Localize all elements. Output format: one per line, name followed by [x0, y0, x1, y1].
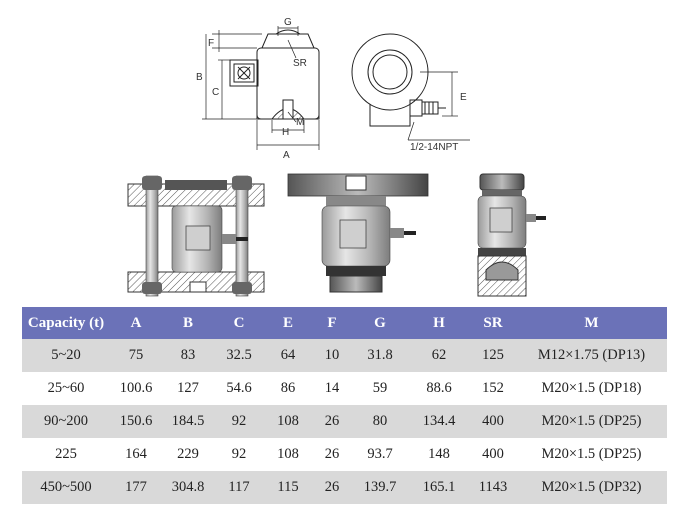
- header-f: F: [312, 307, 352, 339]
- cell-capacity: 25~60: [22, 372, 110, 405]
- table-row: 25~60 100.6 127 54.6 86 14 59 88.6 152 M…: [22, 372, 667, 405]
- cell-h: 165.1: [408, 471, 470, 504]
- cell-m: M20×1.5 (DP25): [516, 438, 667, 471]
- cell-m: M20×1.5 (DP25): [516, 405, 667, 438]
- cell-g: 93.7: [352, 438, 408, 471]
- side-view-drawing: [351, 33, 470, 141]
- product-photo-top-plate: [287, 173, 429, 293]
- cell-a: 177: [110, 471, 162, 504]
- cell-c: 54.6: [214, 372, 264, 405]
- header-h: H: [408, 307, 470, 339]
- product-photo-base-mount: [477, 173, 546, 297]
- label-c: C: [212, 87, 219, 98]
- cell-c: 92: [214, 438, 264, 471]
- label-g: G: [284, 17, 292, 28]
- header-a: A: [110, 307, 162, 339]
- cell-m: M12×1.75 (DP13): [516, 339, 667, 372]
- cell-g: 59: [352, 372, 408, 405]
- header-m: M: [516, 307, 667, 339]
- cell-g: 80: [352, 405, 408, 438]
- cell-b: 229: [162, 438, 214, 471]
- table-header-row: Capacity (t) A B C E F G H SR M: [22, 307, 667, 339]
- cell-b: 184.5: [162, 405, 214, 438]
- cell-h: 88.6: [408, 372, 470, 405]
- cell-c: 117: [214, 471, 264, 504]
- cell-capacity: 450~500: [22, 471, 110, 504]
- cell-e: 64: [264, 339, 312, 372]
- label-thread: 1/2-14NPT: [410, 142, 458, 153]
- header-e: E: [264, 307, 312, 339]
- cell-e: 108: [264, 405, 312, 438]
- header-c: C: [214, 307, 264, 339]
- label-a: A: [283, 150, 290, 161]
- label-h: H: [282, 127, 289, 138]
- cell-b: 304.8: [162, 471, 214, 504]
- header-b: B: [162, 307, 214, 339]
- cell-f: 14: [312, 372, 352, 405]
- cell-a: 164: [110, 438, 162, 471]
- cell-e: 115: [264, 471, 312, 504]
- cell-h: 62: [408, 339, 470, 372]
- cell-capacity: 225: [22, 438, 110, 471]
- cell-sr: 400: [470, 405, 516, 438]
- cell-g: 139.7: [352, 471, 408, 504]
- cell-e: 86: [264, 372, 312, 405]
- header-sr: SR: [470, 307, 516, 339]
- cell-a: 100.6: [110, 372, 162, 405]
- cell-e: 108: [264, 438, 312, 471]
- label-e: E: [460, 92, 467, 103]
- technical-drawings: G F SR B C M H A E 1/2-14NPT: [127, 17, 546, 297]
- table-row: 90~200 150.6 184.5 92 108 26 80 134.4 40…: [22, 405, 667, 438]
- table-row: 5~20 75 83 32.5 64 10 31.8 62 125 M12×1.…: [22, 339, 667, 372]
- cell-sr: 125: [470, 339, 516, 372]
- table-row: 450~500 177 304.8 117 115 26 139.7 165.1…: [22, 471, 667, 504]
- cell-g: 31.8: [352, 339, 408, 372]
- cell-b: 83: [162, 339, 214, 372]
- cell-h: 148: [408, 438, 470, 471]
- cell-m: M20×1.5 (DP32): [516, 471, 667, 504]
- front-view-drawing: [202, 26, 320, 150]
- label-sr: SR: [293, 58, 307, 69]
- table-row: 225 164 229 92 108 26 93.7 148 400 M20×1…: [22, 438, 667, 471]
- cell-f: 26: [312, 405, 352, 438]
- cell-capacity: 90~200: [22, 405, 110, 438]
- header-capacity: Capacity (t): [22, 307, 110, 339]
- cell-capacity: 5~20: [22, 339, 110, 372]
- label-f: F: [208, 38, 214, 49]
- cell-c: 92: [214, 405, 264, 438]
- header-g: G: [352, 307, 408, 339]
- cell-f: 26: [312, 438, 352, 471]
- cell-f: 26: [312, 471, 352, 504]
- product-photo-frame-assembly: [127, 175, 265, 297]
- label-b: B: [196, 72, 203, 83]
- cell-m: M20×1.5 (DP18): [516, 372, 667, 405]
- specification-table: Capacity (t) A B C E F G H SR M 5~20 75 …: [22, 307, 667, 504]
- cell-c: 32.5: [214, 339, 264, 372]
- cell-sr: 1143: [470, 471, 516, 504]
- cell-sr: 152: [470, 372, 516, 405]
- cell-f: 10: [312, 339, 352, 372]
- cell-a: 75: [110, 339, 162, 372]
- cell-a: 150.6: [110, 405, 162, 438]
- label-m: M: [296, 117, 304, 128]
- cell-b: 127: [162, 372, 214, 405]
- cell-sr: 400: [470, 438, 516, 471]
- cell-h: 134.4: [408, 405, 470, 438]
